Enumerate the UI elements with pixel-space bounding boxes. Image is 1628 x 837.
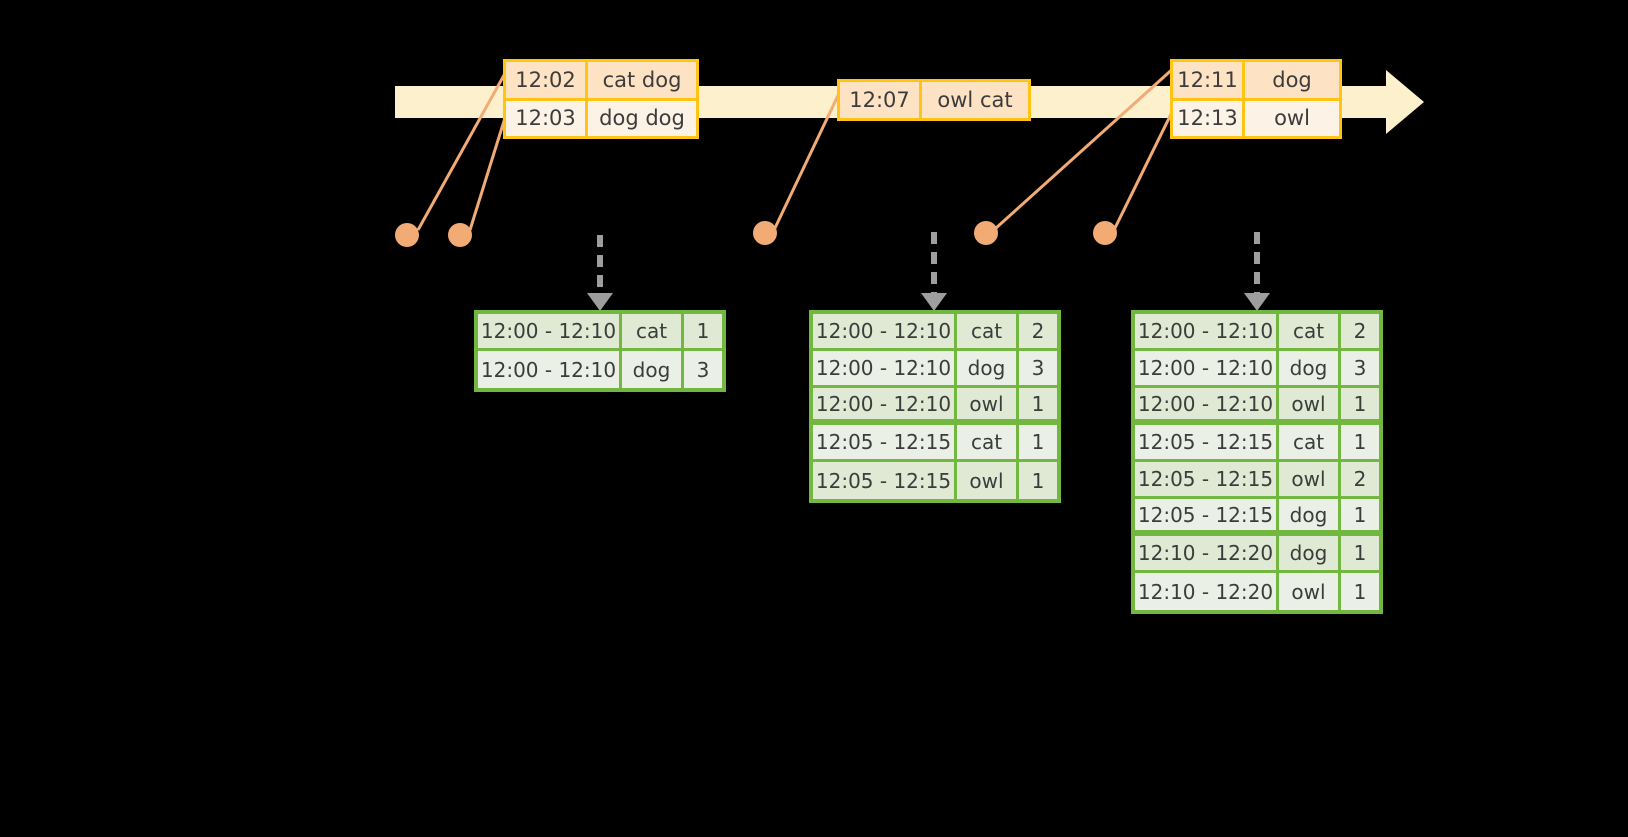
timeline-bar-segment-2 — [694, 86, 841, 118]
flow-arrow-line-3 — [1254, 232, 1260, 298]
window-cell: 12:00 - 12:10 — [1135, 314, 1279, 351]
event-words: owl cat — [922, 82, 1028, 118]
table-row: 12:00 - 12:10 dog 3 — [813, 351, 1057, 388]
table-row: 12:10 - 12:20 dog 1 — [1135, 536, 1379, 573]
window-cell: 12:00 - 12:10 — [813, 351, 957, 388]
word-cell: owl — [1279, 573, 1341, 610]
window-cell: 12:00 - 12:10 — [1135, 388, 1279, 425]
timeline-event-group-1[interactable]: 12:02 cat dog 12:03 dog dog — [503, 59, 699, 139]
word-cell: dog — [1279, 536, 1341, 573]
table-row: 12:00 - 12:10 owl 1 — [813, 388, 1057, 425]
word-cell: cat — [957, 425, 1019, 462]
table-row: 12:00 - 12:10 cat 1 — [478, 314, 722, 351]
table-row: 12:00 - 12:10 cat 2 — [813, 314, 1057, 351]
event-time: 12:07 — [840, 82, 922, 118]
window-cell: 12:05 - 12:15 — [813, 425, 957, 462]
count-cell: 1 — [1341, 573, 1379, 610]
window-cell: 12:10 - 12:20 — [1135, 573, 1279, 610]
count-cell: 2 — [1341, 462, 1379, 499]
table-row: 12:05 - 12:15 owl 1 — [813, 462, 1057, 499]
event-time: 12:13 — [1173, 100, 1245, 136]
table-row: 12:05 - 12:15 dog 1 — [1135, 499, 1379, 536]
event-words: dog — [1245, 62, 1339, 98]
window-cell: 12:05 - 12:15 — [1135, 499, 1279, 536]
word-cell: dog — [1279, 499, 1341, 536]
table-row: 12:00 - 12:10 dog 3 — [1135, 351, 1379, 388]
timeline-event-row: 12:11 dog — [1173, 62, 1339, 98]
count-cell: 1 — [684, 314, 722, 351]
count-cell: 2 — [1341, 314, 1379, 351]
count-cell: 1 — [1019, 462, 1057, 499]
word-cell: cat — [1279, 314, 1341, 351]
event-words: dog dog — [588, 100, 696, 136]
word-cell: dog — [957, 351, 1019, 388]
window-cell: 12:05 - 12:15 — [1135, 462, 1279, 499]
timeline-bar-segment-3 — [1027, 86, 1175, 118]
table-row: 12:00 - 12:10 cat 2 — [1135, 314, 1379, 351]
word-cell: dog — [1279, 351, 1341, 388]
window-cell: 12:05 - 12:15 — [813, 462, 957, 499]
word-cell: cat — [957, 314, 1019, 351]
count-cell: 3 — [684, 351, 722, 388]
count-cell: 1 — [1341, 536, 1379, 573]
result-table-1[interactable]: 12:00 - 12:10 cat 1 12:00 - 12:10 dog 3 — [474, 310, 726, 392]
count-cell: 3 — [1019, 351, 1057, 388]
table-row: 12:00 - 12:10 dog 3 — [478, 351, 722, 388]
event-time: 12:02 — [506, 62, 588, 98]
result-table-2[interactable]: 12:00 - 12:10 cat 2 12:00 - 12:10 dog 3 … — [809, 310, 1061, 503]
flow-arrow-line-1 — [597, 235, 603, 298]
timeline-event-row: 12:03 dog dog — [506, 97, 696, 136]
word-cell: owl — [957, 462, 1019, 499]
word-cell: owl — [1279, 462, 1341, 499]
event-words: owl — [1245, 100, 1339, 136]
timeline-event-row: 12:02 cat dog — [506, 62, 696, 98]
event-dot-2 — [448, 223, 472, 247]
count-cell: 1 — [1019, 388, 1057, 425]
window-cell: 12:00 - 12:10 — [813, 314, 957, 351]
window-cell: 12:00 - 12:10 — [478, 351, 622, 388]
event-dot-4 — [974, 221, 998, 245]
flow-arrow-head-2-icon — [921, 293, 947, 311]
event-dot-5 — [1093, 221, 1117, 245]
event-words: cat dog — [588, 62, 696, 98]
timeline-event-row: 12:07 owl cat — [840, 82, 1028, 118]
window-cell: 12:00 - 12:10 — [1135, 351, 1279, 388]
flow-arrow-head-3-icon — [1244, 293, 1270, 311]
table-row: 12:10 - 12:20 owl 1 — [1135, 573, 1379, 610]
count-cell: 1 — [1341, 499, 1379, 536]
count-cell: 1 — [1341, 425, 1379, 462]
word-cell: cat — [1279, 425, 1341, 462]
count-cell: 2 — [1019, 314, 1057, 351]
timeline-event-group-3[interactable]: 12:11 dog 12:13 owl — [1170, 59, 1342, 139]
result-table-3[interactable]: 12:00 - 12:10 cat 2 12:00 - 12:10 dog 3 … — [1131, 310, 1383, 614]
window-cell: 12:05 - 12:15 — [1135, 425, 1279, 462]
count-cell: 1 — [1341, 388, 1379, 425]
word-cell: owl — [1279, 388, 1341, 425]
word-cell: dog — [622, 351, 684, 388]
event-dot-3 — [753, 221, 777, 245]
window-cell: 12:00 - 12:10 — [478, 314, 622, 351]
event-time: 12:11 — [1173, 62, 1245, 98]
timeline-event-row: 12:13 owl — [1173, 97, 1339, 136]
window-cell: 12:10 - 12:20 — [1135, 536, 1279, 573]
event-dot-1 — [395, 223, 419, 247]
timeline-bar-segment-4 — [1337, 86, 1389, 118]
count-cell: 3 — [1341, 351, 1379, 388]
word-cell: cat — [622, 314, 684, 351]
table-row: 12:05 - 12:15 cat 1 — [813, 425, 1057, 462]
table-row: 12:00 - 12:10 owl 1 — [1135, 388, 1379, 425]
event-time: 12:03 — [506, 100, 588, 136]
table-row: 12:05 - 12:15 cat 1 — [1135, 425, 1379, 462]
count-cell: 1 — [1019, 425, 1057, 462]
flow-arrow-head-1-icon — [587, 293, 613, 311]
table-row: 12:05 - 12:15 owl 2 — [1135, 462, 1379, 499]
window-cell: 12:00 - 12:10 — [813, 388, 957, 425]
timeline-event-group-2[interactable]: 12:07 owl cat — [837, 79, 1031, 121]
word-cell: owl — [957, 388, 1019, 425]
flow-arrow-line-2 — [931, 232, 937, 298]
timeline-arrow-head-icon — [1386, 70, 1424, 134]
